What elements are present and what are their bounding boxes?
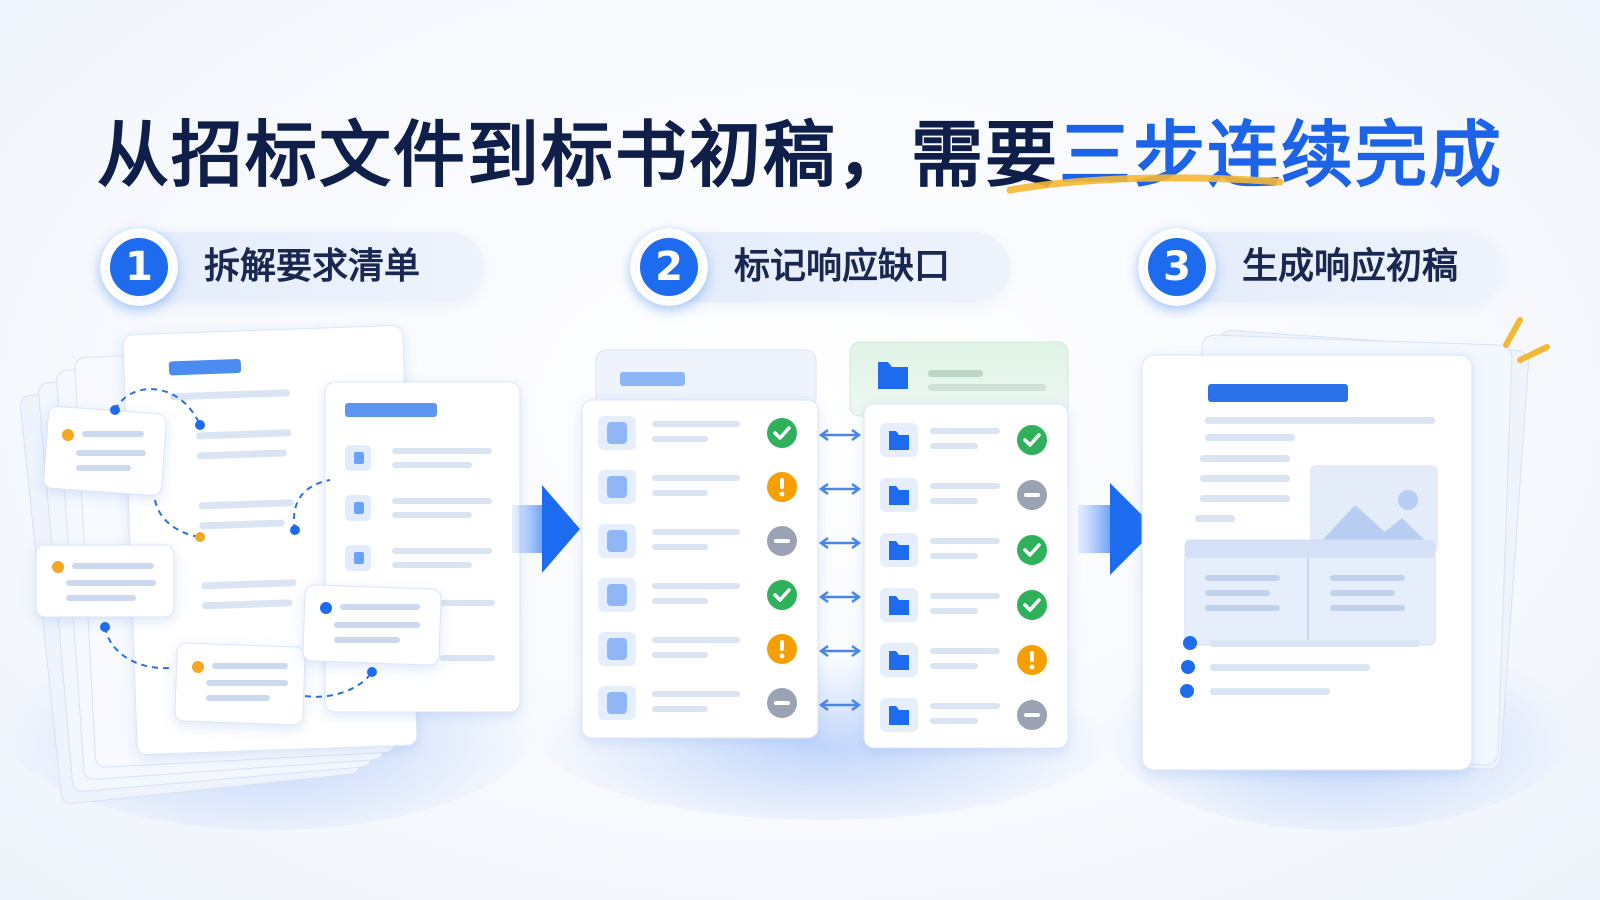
bidirectional-arrow-icon	[818, 698, 862, 712]
step-2-label: 标记响应缺口	[734, 246, 951, 287]
response-row	[880, 478, 1047, 512]
document-stack-left	[19, 325, 521, 805]
folder-icon	[889, 541, 909, 560]
requirement-row	[598, 470, 797, 504]
warning-icon	[767, 472, 797, 502]
check-icon	[1017, 590, 1047, 620]
step-3-label: 生成响应初稿	[1242, 246, 1459, 287]
step-1-number-badge: 1	[100, 228, 178, 306]
workflow-illustration	[0, 317, 1580, 830]
folder-icon	[878, 362, 908, 389]
warning-icon	[1017, 645, 1047, 675]
step-1-label: 拆解要求清单	[204, 246, 421, 287]
link-arrows	[818, 428, 862, 712]
check-icon	[1017, 535, 1047, 565]
bidirectional-arrow-icon	[818, 536, 862, 550]
folder-icon	[889, 596, 909, 615]
title-underline-stroke	[1006, 174, 1284, 194]
requirement-card	[174, 642, 306, 726]
draft-document	[1141, 317, 1550, 771]
minus-icon	[767, 526, 797, 556]
requirement-card	[43, 406, 167, 496]
folder-icon	[889, 706, 909, 725]
requirement-row	[598, 578, 797, 612]
requirement-card	[35, 544, 175, 618]
folder-icon	[889, 651, 909, 670]
flow-arrow-1	[512, 485, 580, 573]
check-icon	[767, 418, 797, 448]
step-1: 1 拆解要求清单	[100, 228, 484, 306]
response-row	[880, 643, 1047, 677]
requirement-card	[302, 584, 442, 666]
step-2-number-badge: 2	[630, 228, 708, 306]
check-icon	[1017, 425, 1047, 455]
response-row	[880, 533, 1047, 567]
step-3: 3 生成响应初稿	[1138, 228, 1500, 306]
folder-icon	[889, 486, 909, 505]
bidirectional-arrow-icon	[818, 644, 862, 658]
sparkle-icon	[1503, 317, 1550, 363]
page-title: 从招标文件到标书初稿，需要三步连续完成	[0, 96, 1600, 197]
minus-icon	[1017, 700, 1047, 730]
response-row	[880, 698, 1047, 732]
bidirectional-arrow-icon	[818, 482, 862, 496]
response-row	[880, 423, 1047, 457]
requirement-row	[598, 416, 797, 450]
step-3-number-badge: 3	[1138, 228, 1216, 306]
requirement-row	[598, 686, 797, 720]
warning-icon	[767, 634, 797, 664]
requirement-row	[598, 632, 797, 666]
responses-list	[849, 341, 1069, 749]
response-row	[880, 588, 1047, 622]
bidirectional-arrow-icon	[818, 428, 862, 442]
title-part1: 从招标文件到标书初稿，需要	[96, 113, 1059, 197]
minus-icon	[767, 688, 797, 718]
requirements-list	[581, 349, 819, 739]
check-icon	[767, 580, 797, 610]
folder-icon	[889, 431, 909, 450]
step-2: 2 标记响应缺口	[630, 228, 1010, 306]
flow-arrow-2	[1078, 483, 1156, 575]
requirement-row	[598, 524, 797, 558]
minus-icon	[1017, 480, 1047, 510]
bidirectional-arrow-icon	[818, 590, 862, 604]
